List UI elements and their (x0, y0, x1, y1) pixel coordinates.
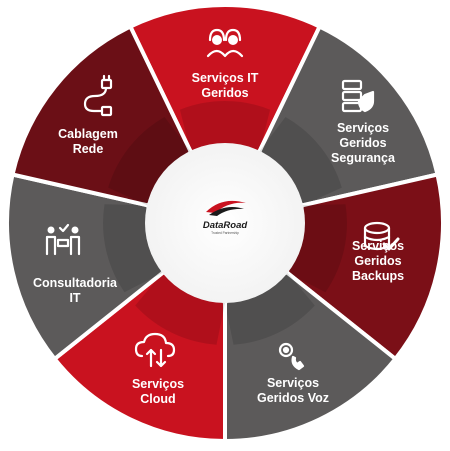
cloud-transfer-icon (134, 332, 176, 368)
team-meeting-icon (45, 223, 81, 256)
logo-tagline: Trusted Partnership (211, 231, 239, 235)
label-line: Serviços (132, 377, 184, 391)
label-line: Serviços IT (192, 71, 259, 85)
cable-plug-icon (83, 74, 113, 117)
headset-support-icon (206, 28, 244, 58)
label-line: Geridos (354, 254, 401, 268)
label-line: Rede (73, 142, 104, 156)
center-logo: DataRoad Trusted Partnership (145, 143, 305, 303)
database-check-icon (363, 221, 400, 251)
label-line: Consultadoria (33, 276, 118, 290)
label-line: Serviços (267, 376, 319, 390)
label-line: Cloud (140, 392, 175, 406)
phone-gear-icon (278, 342, 305, 371)
label-line: Geridos (201, 86, 248, 100)
label-line: Segurança (331, 151, 396, 165)
label-line: Geridos Voz (257, 391, 329, 405)
label-line: Serviços (337, 121, 389, 135)
dataroad-logo-icon (206, 200, 246, 216)
label-line: IT (69, 291, 80, 305)
server-shield-icon (341, 79, 375, 113)
label-line: Cablagem (58, 127, 118, 141)
center-circle (145, 143, 305, 303)
logo-wordmark: DataRoad (203, 220, 248, 231)
label-line: Geridos (339, 136, 386, 150)
label-line: Backups (352, 269, 404, 283)
